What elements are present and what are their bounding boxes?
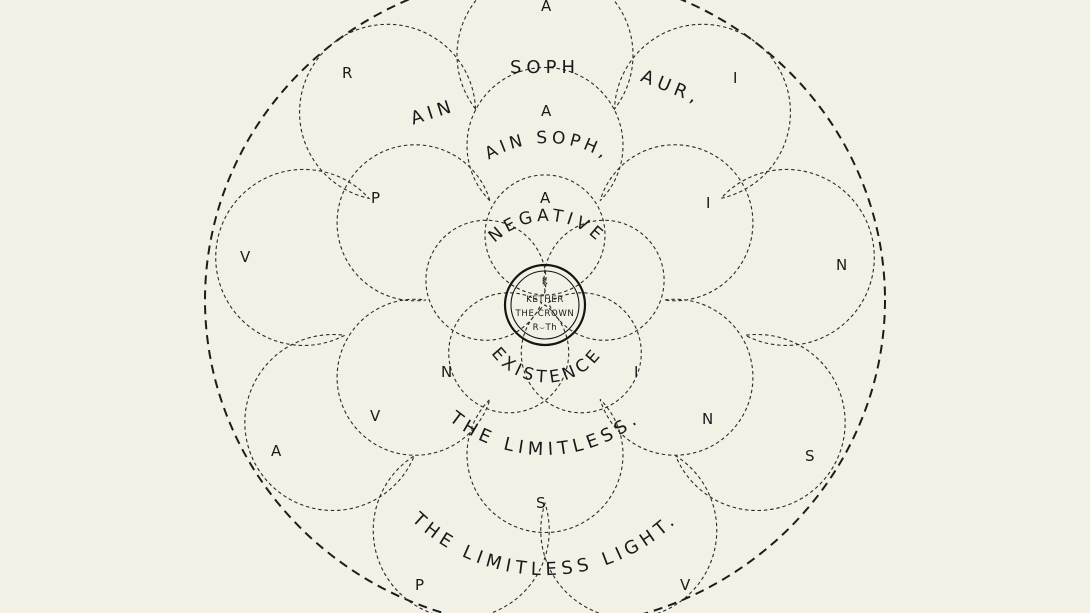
outer-letter-a2: A xyxy=(271,442,282,460)
middle-phrase-ain-soph: AIN SOPH, xyxy=(482,128,614,164)
inner-letter-n: N xyxy=(441,363,452,381)
outer-letter-v: V xyxy=(680,576,691,594)
negative-label: NEGATIVE xyxy=(485,206,609,247)
middle-letter-v: V xyxy=(370,407,381,425)
middle-letter-a: A xyxy=(541,102,552,120)
outer-circle xyxy=(204,0,886,613)
inner-ring-letters: A I N xyxy=(441,189,638,381)
the-limitless-label: THE LIMITLESS. xyxy=(445,407,645,461)
inner-letter-a: A xyxy=(540,189,551,207)
kether-seal: K KETHER THE CROWN R⌣Th xyxy=(503,263,587,347)
existence-label: EXISTENCE xyxy=(487,344,607,388)
outer-phrase-soph: SOPH xyxy=(510,57,580,78)
middle-letter-n: N xyxy=(702,410,713,428)
the-limitless-light-label: THE LIMITLESS LIGHT. xyxy=(407,508,682,581)
kether-letter-k: K xyxy=(542,277,548,287)
outer-phrase-ain: AIN xyxy=(408,95,458,129)
middle-letter-i: I xyxy=(706,194,710,212)
scalloped-veils xyxy=(215,0,875,613)
outer-ring-letters: A I N S V P A V R xyxy=(240,0,847,594)
middle-letter-p: P xyxy=(371,189,380,207)
outer-scallop-ring xyxy=(215,0,875,613)
the-crown-label: THE CROWN xyxy=(515,309,575,319)
inner-letter-i: I xyxy=(634,363,638,381)
middle-scallop-ring xyxy=(336,66,754,534)
outer-letter-s: S xyxy=(805,447,815,465)
outer-letter-a: A xyxy=(541,0,552,15)
rth-label: R⌣Th xyxy=(533,323,558,333)
outer-letter-n: N xyxy=(836,256,847,274)
outer-letter-i: I xyxy=(733,69,737,87)
middle-letter-s: S xyxy=(536,494,546,512)
outer-letter-p: P xyxy=(415,576,424,594)
inner-scallop-ring xyxy=(425,174,665,414)
kether-label: KETHER xyxy=(526,295,564,305)
middle-ring-letters: A I N S V P xyxy=(370,102,713,512)
outer-phrase-aur: AUR, xyxy=(638,66,705,109)
outer-letter-r: R xyxy=(342,64,352,82)
outer-letter-v2: V xyxy=(240,248,251,266)
